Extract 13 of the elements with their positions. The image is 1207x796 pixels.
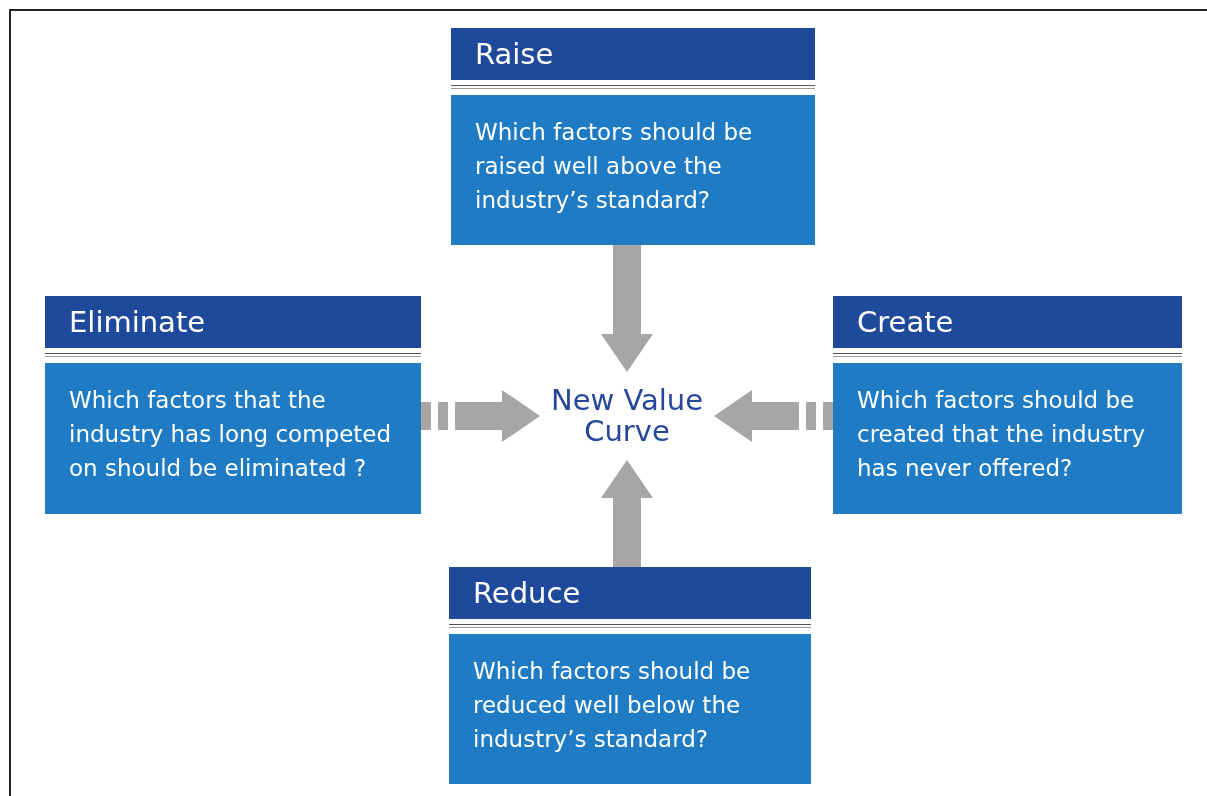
block-arrow	[601, 245, 653, 372]
heading-band: Create	[833, 296, 1182, 348]
question-box: Which factors should be raised well above the industry’s standard?	[451, 95, 815, 245]
block-arrow	[421, 390, 540, 442]
heading-band: Reduce	[449, 567, 811, 619]
block-arrow	[714, 390, 833, 442]
question-box: Which factors should be created that the industry has never offered?	[833, 363, 1182, 514]
heading-band: Eliminate	[45, 296, 421, 348]
center-label: New Value Curve	[549, 385, 705, 447]
question-box: Which factors that the industry has long competed on should be eliminated ?	[45, 363, 421, 514]
heading-band: Raise	[451, 28, 815, 80]
question-box: Which factors should be reduced well below the industry’s standard?	[449, 634, 811, 784]
block-arrow	[601, 460, 653, 567]
